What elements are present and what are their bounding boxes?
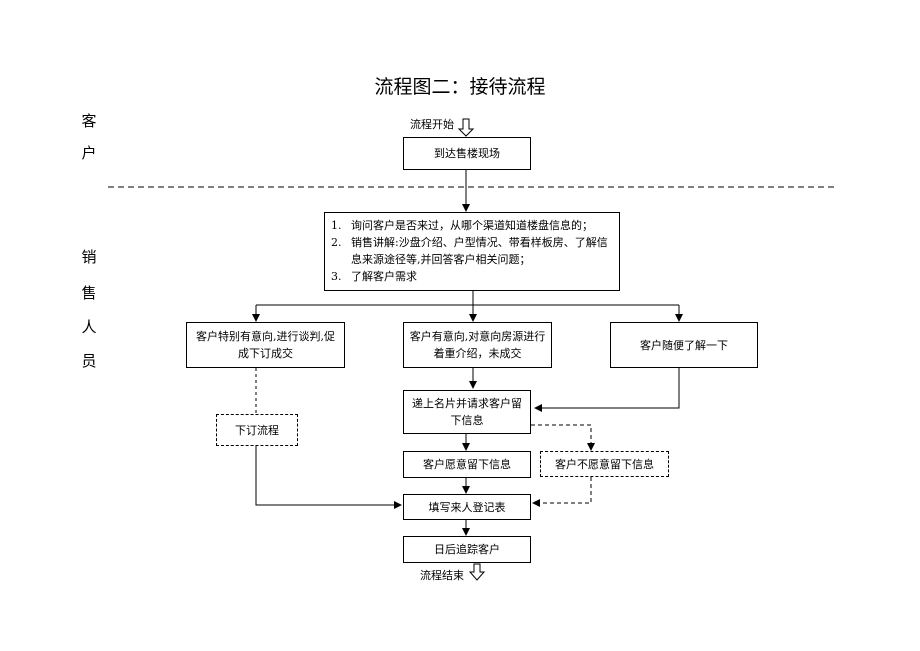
list-item-text: 销售讲解:沙盘介绍、户型情况、带看样板房、了解信息来源途径等,并回答客户相关问题… [351,236,608,266]
box-card-request: 递上名片并请求客户留下信息 [403,390,531,434]
box-willing: 客户愿意留下信息 [403,451,531,478]
list-item-num: 1. [331,219,342,232]
start-label: 流程开始 [410,118,454,131]
edge-card-to-unwilling [531,424,595,451]
list-item: 2. 销售讲解:沙盘介绍、户型情况、带看样板房、了解信息来源途径等,并回答客户相… [331,234,613,268]
box-order-process: 下订流程 [216,414,298,446]
list-item-text: 询问客户是否来过，从哪个渠道知道楼盘信息的； [351,219,593,232]
lane-sales-char-3: 人 [81,318,97,336]
box-follow-up: 日后追踪客户 [403,536,531,563]
lane-sales-char-4: 员 [81,352,97,370]
box-register: 填写来人登记表 [403,494,531,520]
box-unwilling: 客户不愿意留下信息 [540,451,669,477]
list-item: 1. 询问客户是否来过，从哪个渠道知道楼盘信息的； [331,217,613,234]
list-item-num: 2. [331,236,342,249]
box-some-intent: 客户有意向,对意向房源进行着重介绍，未成交 [403,322,552,368]
edge-order-to-register [255,446,402,509]
box-consult-list: 1. 询问客户是否来过，从哪个渠道知道楼盘信息的； 2. 销售讲解:沙盘介绍、户… [324,212,620,291]
list-item-num: 3. [331,270,342,283]
lane-sales-char-2: 售 [81,284,97,302]
diagram-title: 流程图二：接待流程 [374,76,546,98]
box-arrive: 到达售楼现场 [403,137,531,170]
lane-sales-char-1: 销 [81,248,97,266]
lane-customer-char-2: 户 [81,144,97,162]
list-item-text: 了解客户需求 [351,270,417,283]
edge-unwilling-to-register [532,477,592,507]
end-arrow-icon [468,563,486,581]
start-arrow-icon [457,118,475,137]
lane-customer-char-1: 客 [81,112,97,130]
edge-casual-to-card [534,368,680,412]
box-casual: 客户随便了解一下 [610,322,758,368]
end-label: 流程结束 [420,569,464,582]
list-item: 3. 了解客户需求 [331,268,613,285]
box-strong-intent: 客户特别有意向,进行谈判,促成下订成交 [186,322,345,368]
